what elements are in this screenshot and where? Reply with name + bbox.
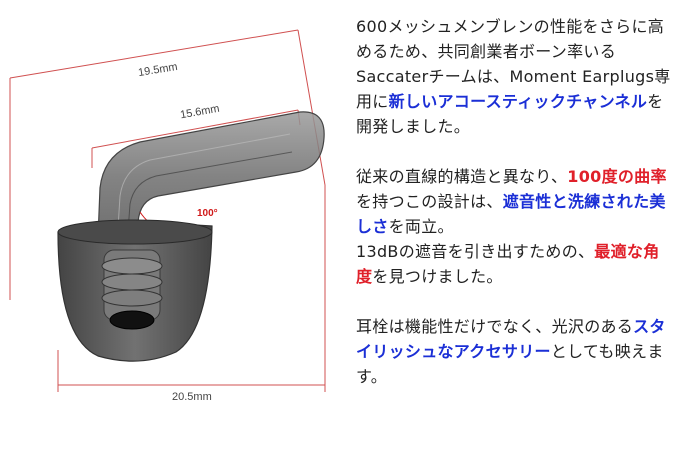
inner-core (101, 249, 163, 330)
dimension-label-tip-width: 20.5mm (172, 391, 212, 403)
text-segment: を持つこの設計は、 (356, 192, 503, 211)
text-segment: 600メッシュメンブレンの性能をさらに高めるため、共同創業者ボーン率いるSacc… (356, 17, 671, 111)
paragraph-membrane: 600メッシュメンブレンの性能をさらに高めるため、共同創業者ボーン率いるSacc… (356, 14, 674, 139)
highlight-acoustic-channel: 新しいアコースティックチャンネル (388, 92, 648, 111)
text-segment: を開発しました。 (356, 92, 664, 136)
highlight-accessory: スタイリッシュなアクセサリー (356, 317, 666, 361)
text-segment: を見つけました。 (372, 267, 503, 286)
paragraph-curvature: 従来の直線的構造と異なり、100度の曲率を持つこの設計は、遮音性と洗練された美し… (356, 164, 674, 289)
earplug-diagram: 19.5mm 15.6mm 20.5mm 100° (0, 0, 340, 450)
description-text: 600メッシュメンブレンの性能をさらに高めるため、共同創業者ボーン率いるSacc… (356, 14, 674, 414)
text-segment: 耳栓は機能性だけでなく、光沢のある (356, 317, 634, 336)
highlight-curvature: 100度の曲率 (567, 167, 667, 186)
acoustic-channel-tube (97, 111, 325, 241)
earplug-illustration (9, 29, 326, 392)
text-segment: 13dBの遮音を引き出すための、 (356, 242, 595, 261)
text-segment: としても映えます。 (356, 342, 664, 386)
highlight-beauty: 遮音性と洗練された美しさ (356, 192, 666, 236)
text-segment: 従来の直線的構造と異なり、 (356, 167, 568, 186)
angle-label: 100° (197, 208, 218, 219)
highlight-angle: 最適な角度 (356, 242, 660, 286)
text-segment: を両立。 (388, 217, 454, 236)
paragraph-accessory: 耳栓は機能性だけでなく、光沢のあるスタイリッシュなアクセサリーとしても映えます。 (356, 314, 674, 389)
